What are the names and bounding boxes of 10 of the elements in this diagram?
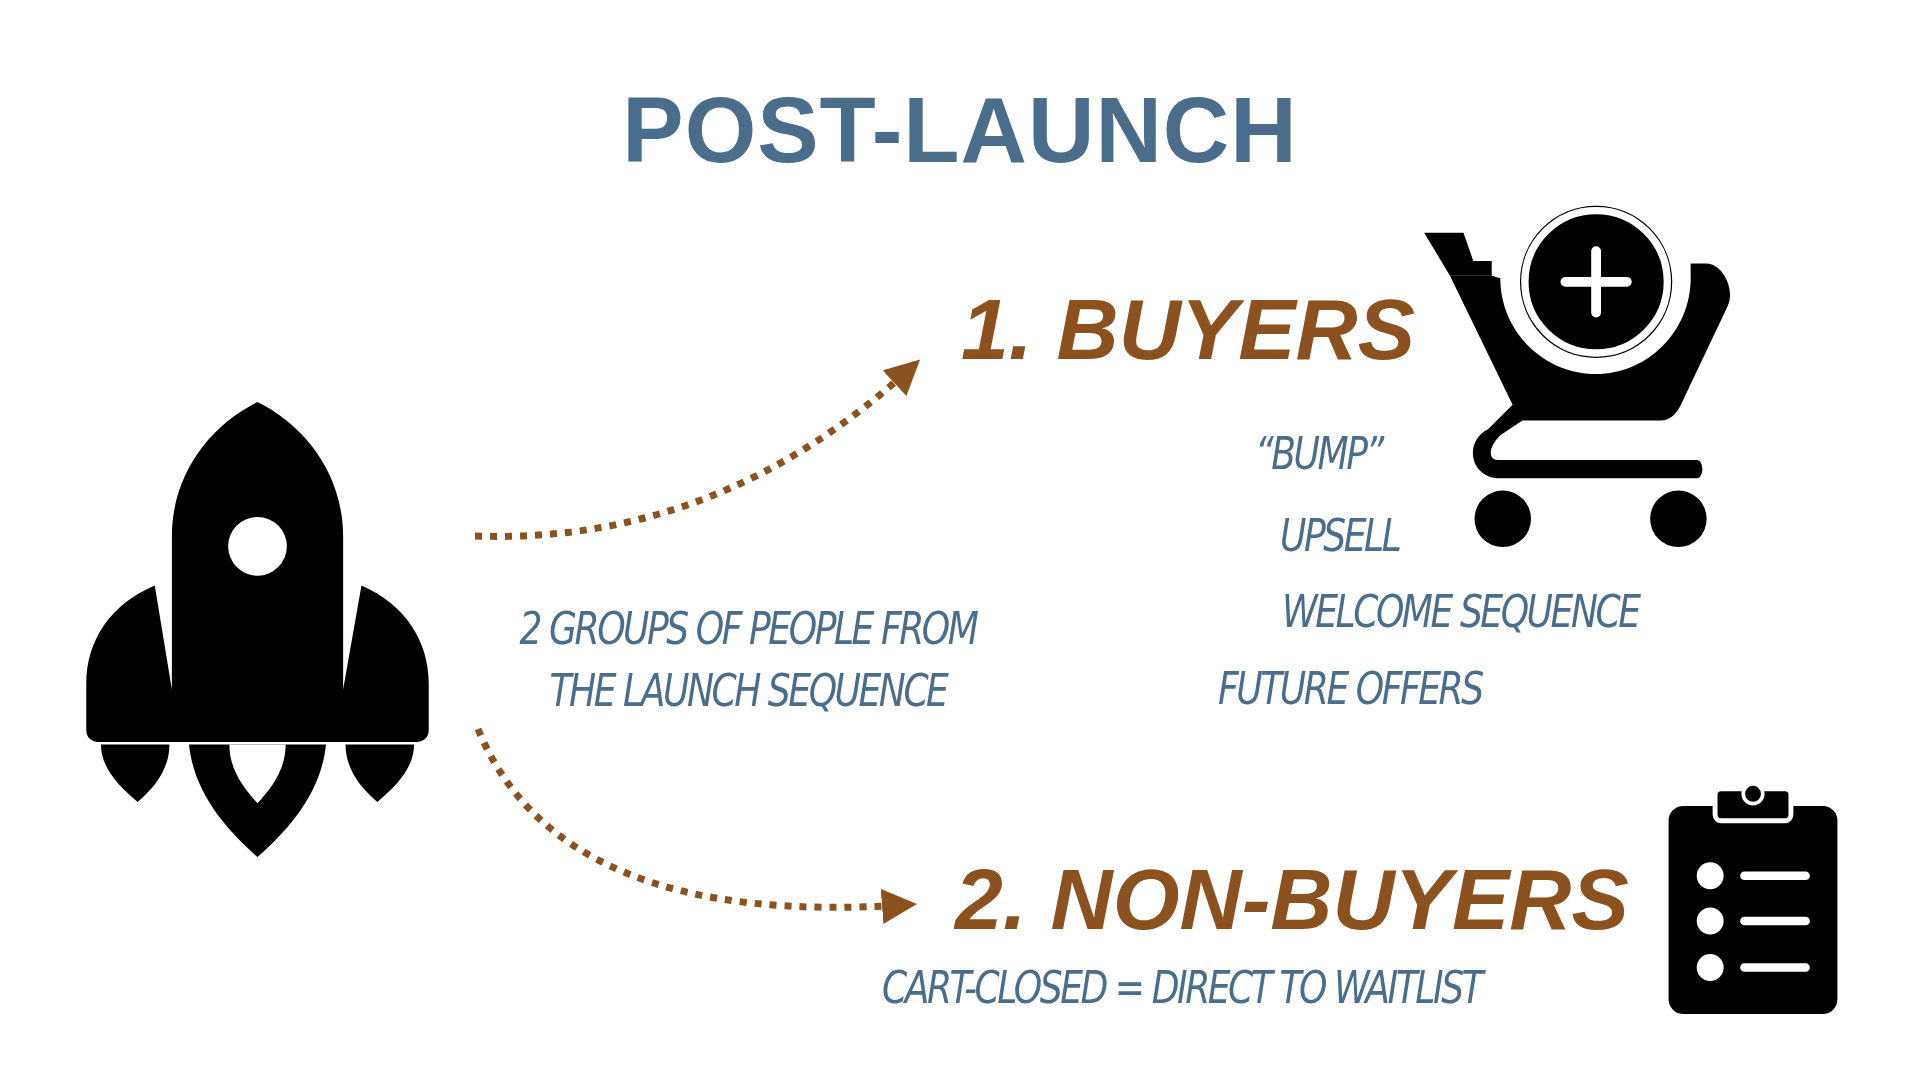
list-item: WELCOME SEQUENCE — [1282, 586, 1639, 637]
dotted-arrow — [475, 359, 921, 540]
list-item: UPSELL — [1280, 510, 1400, 561]
heading: 1. BUYERS — [961, 280, 1416, 379]
list-item: FUTURE OFFERS — [1218, 663, 1482, 714]
heading: 2. NON-BUYERS — [955, 850, 1629, 949]
description-text: 2 GROUPS OF PEOPLE FROM THE LAUNCH SEQUENCE — [518, 602, 978, 718]
title: POST-LAUNCH — [621, 78, 1299, 183]
dotted-arrow — [474, 727, 917, 924]
list-item: “BUMP” — [1255, 428, 1382, 479]
